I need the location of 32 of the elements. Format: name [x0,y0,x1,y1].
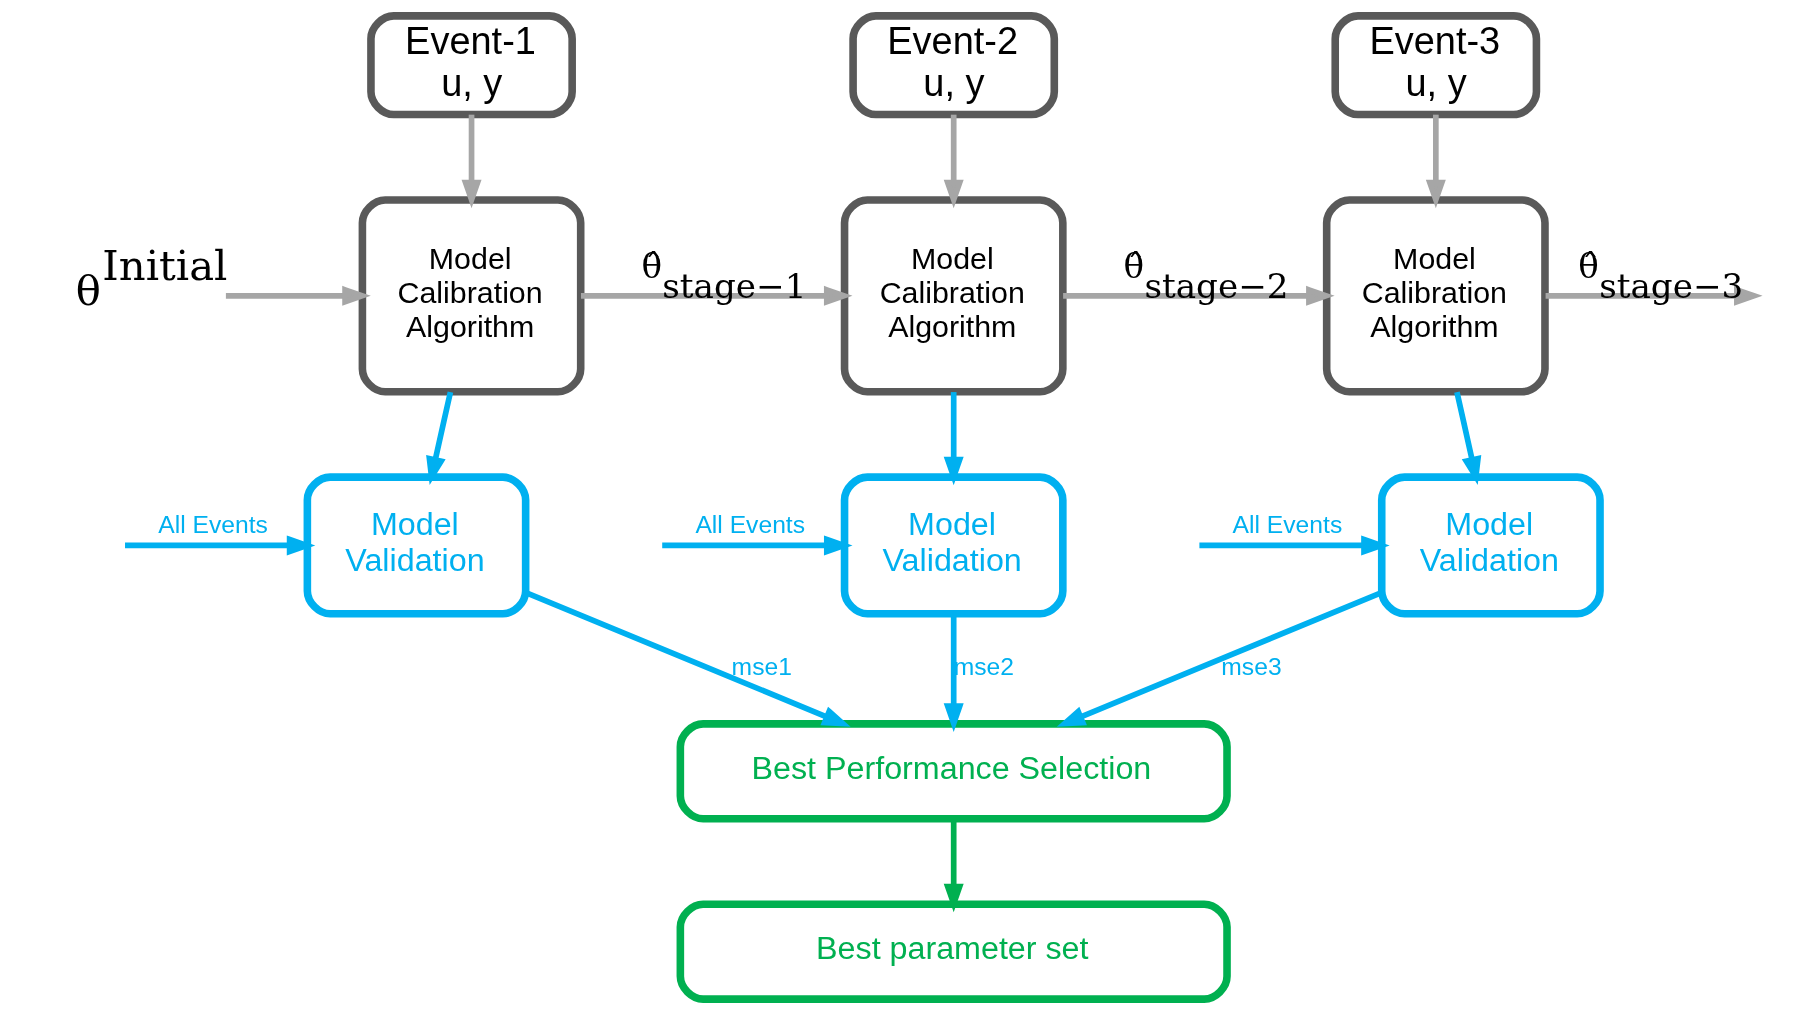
arrow [1199,535,1390,556]
arrow [461,114,482,209]
arrow [943,819,964,913]
node-box: Event-3 u, y [1331,12,1541,119]
node-box: Best Performance Selection [676,720,1231,823]
node-box: Event-1 u, y [367,12,576,119]
edge-label: All Events [1232,510,1343,538]
arrow [943,114,964,209]
arrow [1545,285,1763,306]
arrow [426,391,454,485]
arrow [225,285,371,306]
node-box: Event-2 u, y [849,12,1059,119]
arrow [1425,114,1446,209]
node-box: Best parameter set [676,900,1231,1003]
arrow [1454,391,1482,485]
node-box: Model Validation [303,473,530,618]
node-box: Model Calibration Algorithm [358,196,585,396]
node-box: Model Validation [840,473,1067,618]
node-box: Model Validation [1377,473,1604,618]
arrow [943,392,964,486]
edge-label: mse1 [731,653,792,681]
arrow [943,614,964,732]
edge-label: mse3 [1221,653,1282,681]
edge-label: All Events [695,510,806,538]
arrow [580,285,853,306]
edge-label: mse2 [953,653,1014,681]
node-box: Model Calibration Algorithm [840,196,1067,396]
arrow [1063,285,1335,306]
edge-label: All Events [158,510,268,538]
node-box: Model Calibration Algorithm [1322,196,1549,396]
arrow [125,535,316,556]
arrow [662,535,853,556]
